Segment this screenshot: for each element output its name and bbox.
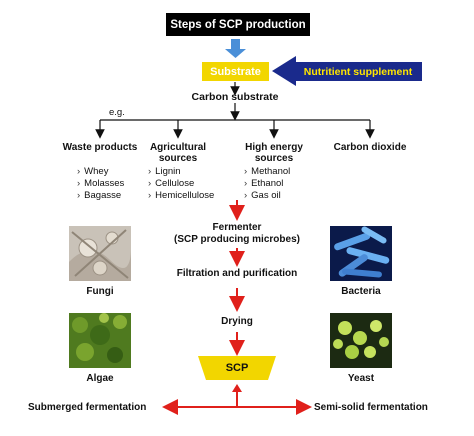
scp-label: SCP <box>225 362 249 374</box>
list-item: Molasses <box>77 178 124 190</box>
fermenter-label: Fermenter (SCP producing microbes) <box>174 222 300 245</box>
list-item: Whey <box>77 166 124 178</box>
blue-down-arrow <box>225 39 246 58</box>
bacteria-image <box>330 226 392 281</box>
scp-trapezoid <box>198 356 276 380</box>
fungi-image <box>69 226 131 281</box>
fungi-label: Fungi <box>86 286 114 297</box>
high-energy-sources-list: Methanol Ethanol Gas oil <box>244 166 290 202</box>
category-high-energy-sources-label: High energy sources <box>245 142 303 164</box>
drying-label: Drying <box>221 316 253 327</box>
red-arrowhead-up <box>232 384 242 392</box>
list-item: Lignin <box>148 166 214 178</box>
category-agricultural-sources-label: Agricultural sources <box>149 142 207 164</box>
category-waste-products-label: Waste products <box>62 142 138 153</box>
agricultural-sources-list: Lignin Cellulose Hemicellulose <box>148 166 214 202</box>
list-item: Bagasse <box>77 190 124 202</box>
algae-image <box>69 313 131 368</box>
nutrient-arrow-head <box>272 56 296 86</box>
filtration-label: Filtration and purification <box>176 268 298 279</box>
category-carbon-dioxide-label: Carbon dioxide <box>333 142 407 153</box>
carbon-substrate-label: Carbon substrate <box>191 91 279 103</box>
list-item: Cellulose <box>148 178 214 190</box>
yeast-image <box>330 313 392 368</box>
bacteria-label: Bacteria <box>341 286 381 297</box>
substrate-box: Substrate <box>202 62 269 81</box>
eg-label: e.g. <box>109 107 125 118</box>
semi-solid-fermentation-label: Semi-solid fermentation <box>314 402 428 413</box>
list-item: Ethanol <box>244 178 290 190</box>
list-item: Methanol <box>244 166 290 178</box>
list-item: Gas oil <box>244 190 290 202</box>
submerged-fermentation-label: Submerged fermentation <box>28 402 147 413</box>
nutrient-supplement-box: Nutritient supplement <box>294 62 422 81</box>
page-title: Steps of SCP production <box>166 13 310 36</box>
algae-label: Algae <box>86 373 114 384</box>
waste-products-list: Whey Molasses Bagasse <box>77 166 124 202</box>
list-item: Hemicellulose <box>148 190 214 202</box>
yeast-label: Yeast <box>347 373 375 384</box>
